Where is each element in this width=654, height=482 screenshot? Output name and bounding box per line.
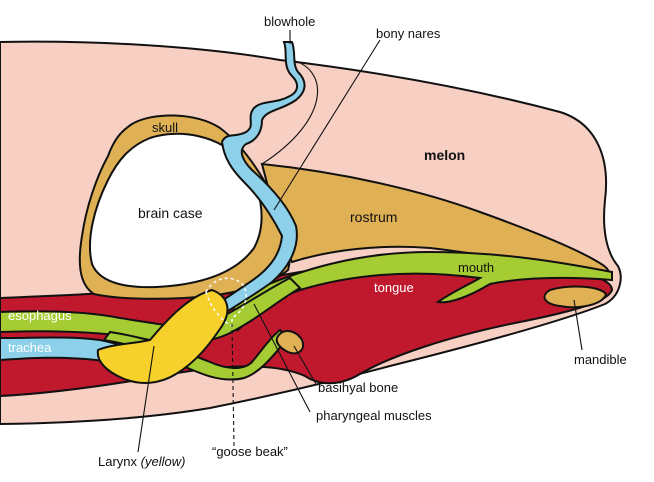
- label-larynx-note: (yellow): [141, 454, 186, 469]
- mandible-bone: [543, 285, 608, 309]
- leader-lines: [137, 30, 583, 453]
- label-tongue: tongue: [374, 280, 414, 295]
- label-bony-nares: bony nares: [376, 26, 441, 41]
- label-pharyngeal-muscles: pharyngeal muscles: [316, 408, 432, 423]
- label-goose-beak: “goose beak”: [212, 444, 288, 459]
- larynx-structure: [96, 288, 229, 384]
- label-melon: melon: [424, 147, 465, 163]
- label-mandible: mandible: [574, 352, 627, 367]
- label-basihyal-bone: basihyal bone: [318, 380, 398, 395]
- label-larynx: Larynx (yellow): [98, 454, 185, 469]
- melon-boundary: [261, 59, 319, 165]
- label-trachea: trachea: [8, 340, 52, 355]
- label-esophagus: esophagus: [8, 308, 72, 323]
- goose-beak-outline: [205, 277, 247, 328]
- mouth-line: [230, 250, 613, 333]
- basihyal-bone: [275, 330, 304, 355]
- label-rostrum: rostrum: [350, 209, 397, 225]
- label-skull: skull: [152, 120, 178, 135]
- label-larynx-main: Larynx: [98, 454, 141, 469]
- label-blowhole: blowhole: [264, 14, 315, 29]
- label-mouth: mouth: [458, 260, 494, 275]
- label-brain-case: brain case: [138, 205, 203, 221]
